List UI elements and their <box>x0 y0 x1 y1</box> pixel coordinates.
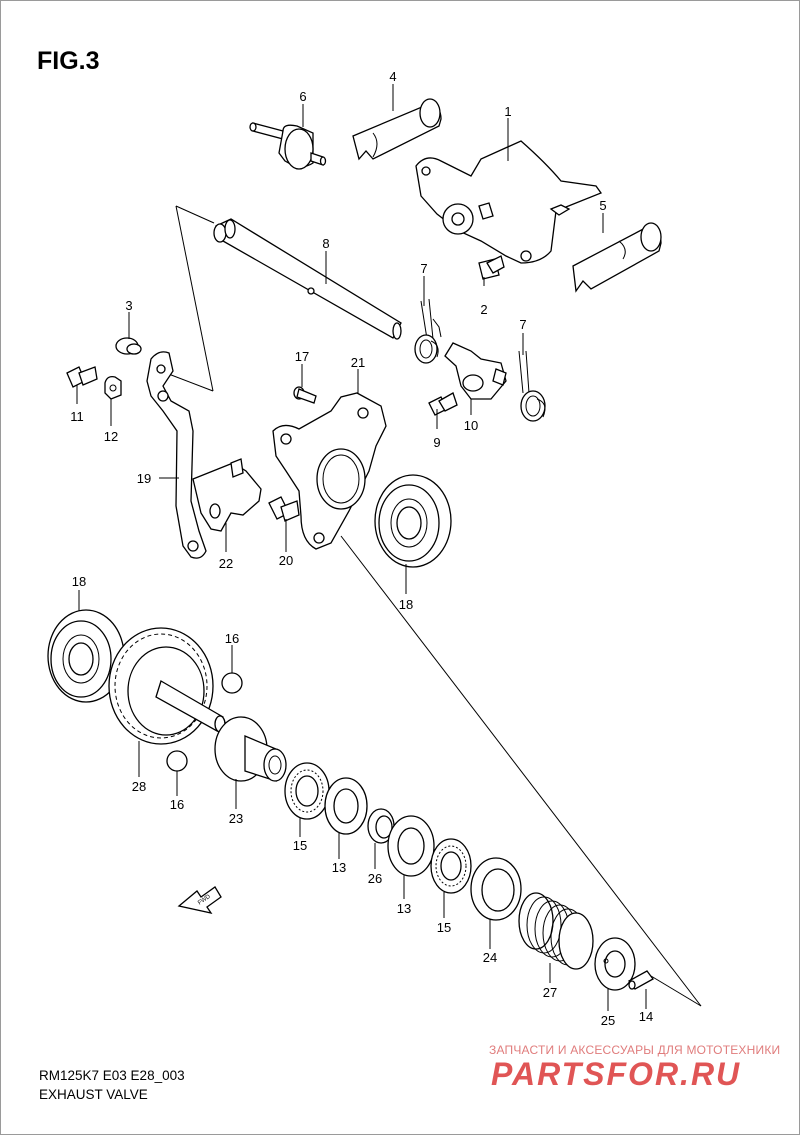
part-25-retainer <box>594 937 636 991</box>
leader-lines <box>76 84 647 1011</box>
part-14-pin <box>628 970 654 990</box>
callout-13-lower: 13 <box>397 901 411 916</box>
part-18-bearing-left <box>47 609 125 703</box>
callout-3: 3 <box>125 298 132 313</box>
part-12-clamp <box>104 375 122 400</box>
part-22-bracket <box>192 458 262 532</box>
part-11-bolt <box>66 366 98 388</box>
part-15-bearing-upper <box>284 762 330 820</box>
callout-13-upper: 13 <box>332 860 346 875</box>
part-13-washer-lower <box>387 815 435 877</box>
part-10-bracket <box>444 342 507 400</box>
callout-23: 23 <box>229 811 243 826</box>
figure-title: EXHAUST VALVE <box>39 1087 148 1102</box>
part-6-rubber-pin <box>249 122 327 170</box>
part-5-exhaust-valve <box>572 222 662 293</box>
part-27-spring <box>518 892 594 970</box>
part-21-housing <box>272 392 387 550</box>
callout-28: 28 <box>132 779 146 794</box>
figure-label: FIG.3 <box>37 47 100 75</box>
part-16-ball-upper <box>221 672 243 694</box>
callout-16-lower: 16 <box>170 797 184 812</box>
watermark-tagline: ЗАПЧАСТИ И АКСЕССУАРЫ ДЛЯ МОТОТЕХНИКИ <box>489 1043 781 1057</box>
callout-12: 12 <box>104 429 118 444</box>
callout-24: 24 <box>483 950 497 965</box>
part-17-screw <box>293 386 317 404</box>
callout-15-lower: 15 <box>437 920 451 935</box>
callout-10: 10 <box>464 418 478 433</box>
part-23-collar <box>214 716 287 782</box>
callout-7-lower: 7 <box>519 317 526 332</box>
model-code: RM125K7 E03 E28_003 <box>39 1068 185 1083</box>
part-13-washer-upper <box>324 777 368 835</box>
callout-14: 14 <box>639 1009 653 1024</box>
part-15-bearing-lower <box>430 838 472 894</box>
callout-27: 27 <box>543 985 557 1000</box>
part-7-spring-lower <box>518 350 546 422</box>
callout-19: 19 <box>137 471 151 486</box>
part-9-bolt <box>428 392 458 416</box>
part-4-exhaust-valve <box>352 98 442 161</box>
callout-21: 21 <box>351 355 365 370</box>
part-7-spring-upper <box>414 298 442 364</box>
callout-15-upper: 15 <box>293 838 307 853</box>
callout-11: 11 <box>70 409 84 424</box>
callout-25: 25 <box>601 1013 615 1028</box>
callout-8: 8 <box>322 236 329 251</box>
part-callouts: 1 2 3 4 5 6 7 7 8 9 10 11 12 13 13 14 15… <box>70 69 653 1028</box>
part-20-bolt <box>268 496 300 522</box>
callout-26: 26 <box>368 871 382 886</box>
callout-5: 5 <box>599 198 606 213</box>
callout-18-left: 18 <box>72 574 86 589</box>
callout-16-upper: 16 <box>225 631 239 646</box>
part-2-bolt <box>478 255 505 280</box>
part-28-gear-shaft <box>108 627 226 745</box>
callout-9: 9 <box>433 435 440 450</box>
callout-20: 20 <box>279 553 293 568</box>
callout-2: 2 <box>480 302 487 317</box>
part-8-shaft <box>213 218 402 340</box>
callout-7-upper: 7 <box>420 261 427 276</box>
part-26-ring <box>367 808 395 844</box>
callout-4: 4 <box>389 69 396 84</box>
callout-18-right: 18 <box>399 597 413 612</box>
part-1-valve-holder <box>415 140 603 264</box>
part-3-screw <box>115 337 142 355</box>
callout-22: 22 <box>219 556 233 571</box>
part-19-lever <box>146 351 207 559</box>
fwd-arrow-icon: FWD <box>177 886 222 914</box>
callout-1: 1 <box>504 104 511 119</box>
watermark-logo: PARTSFOR.RU <box>491 1056 742 1092</box>
part-16-ball-lower <box>166 750 188 772</box>
callout-6: 6 <box>299 89 306 104</box>
assembly-guide-lines <box>165 205 702 1007</box>
part-24-spring-seat <box>470 857 522 921</box>
part-18-bearing-right <box>374 474 452 568</box>
callout-17: 17 <box>295 349 309 364</box>
